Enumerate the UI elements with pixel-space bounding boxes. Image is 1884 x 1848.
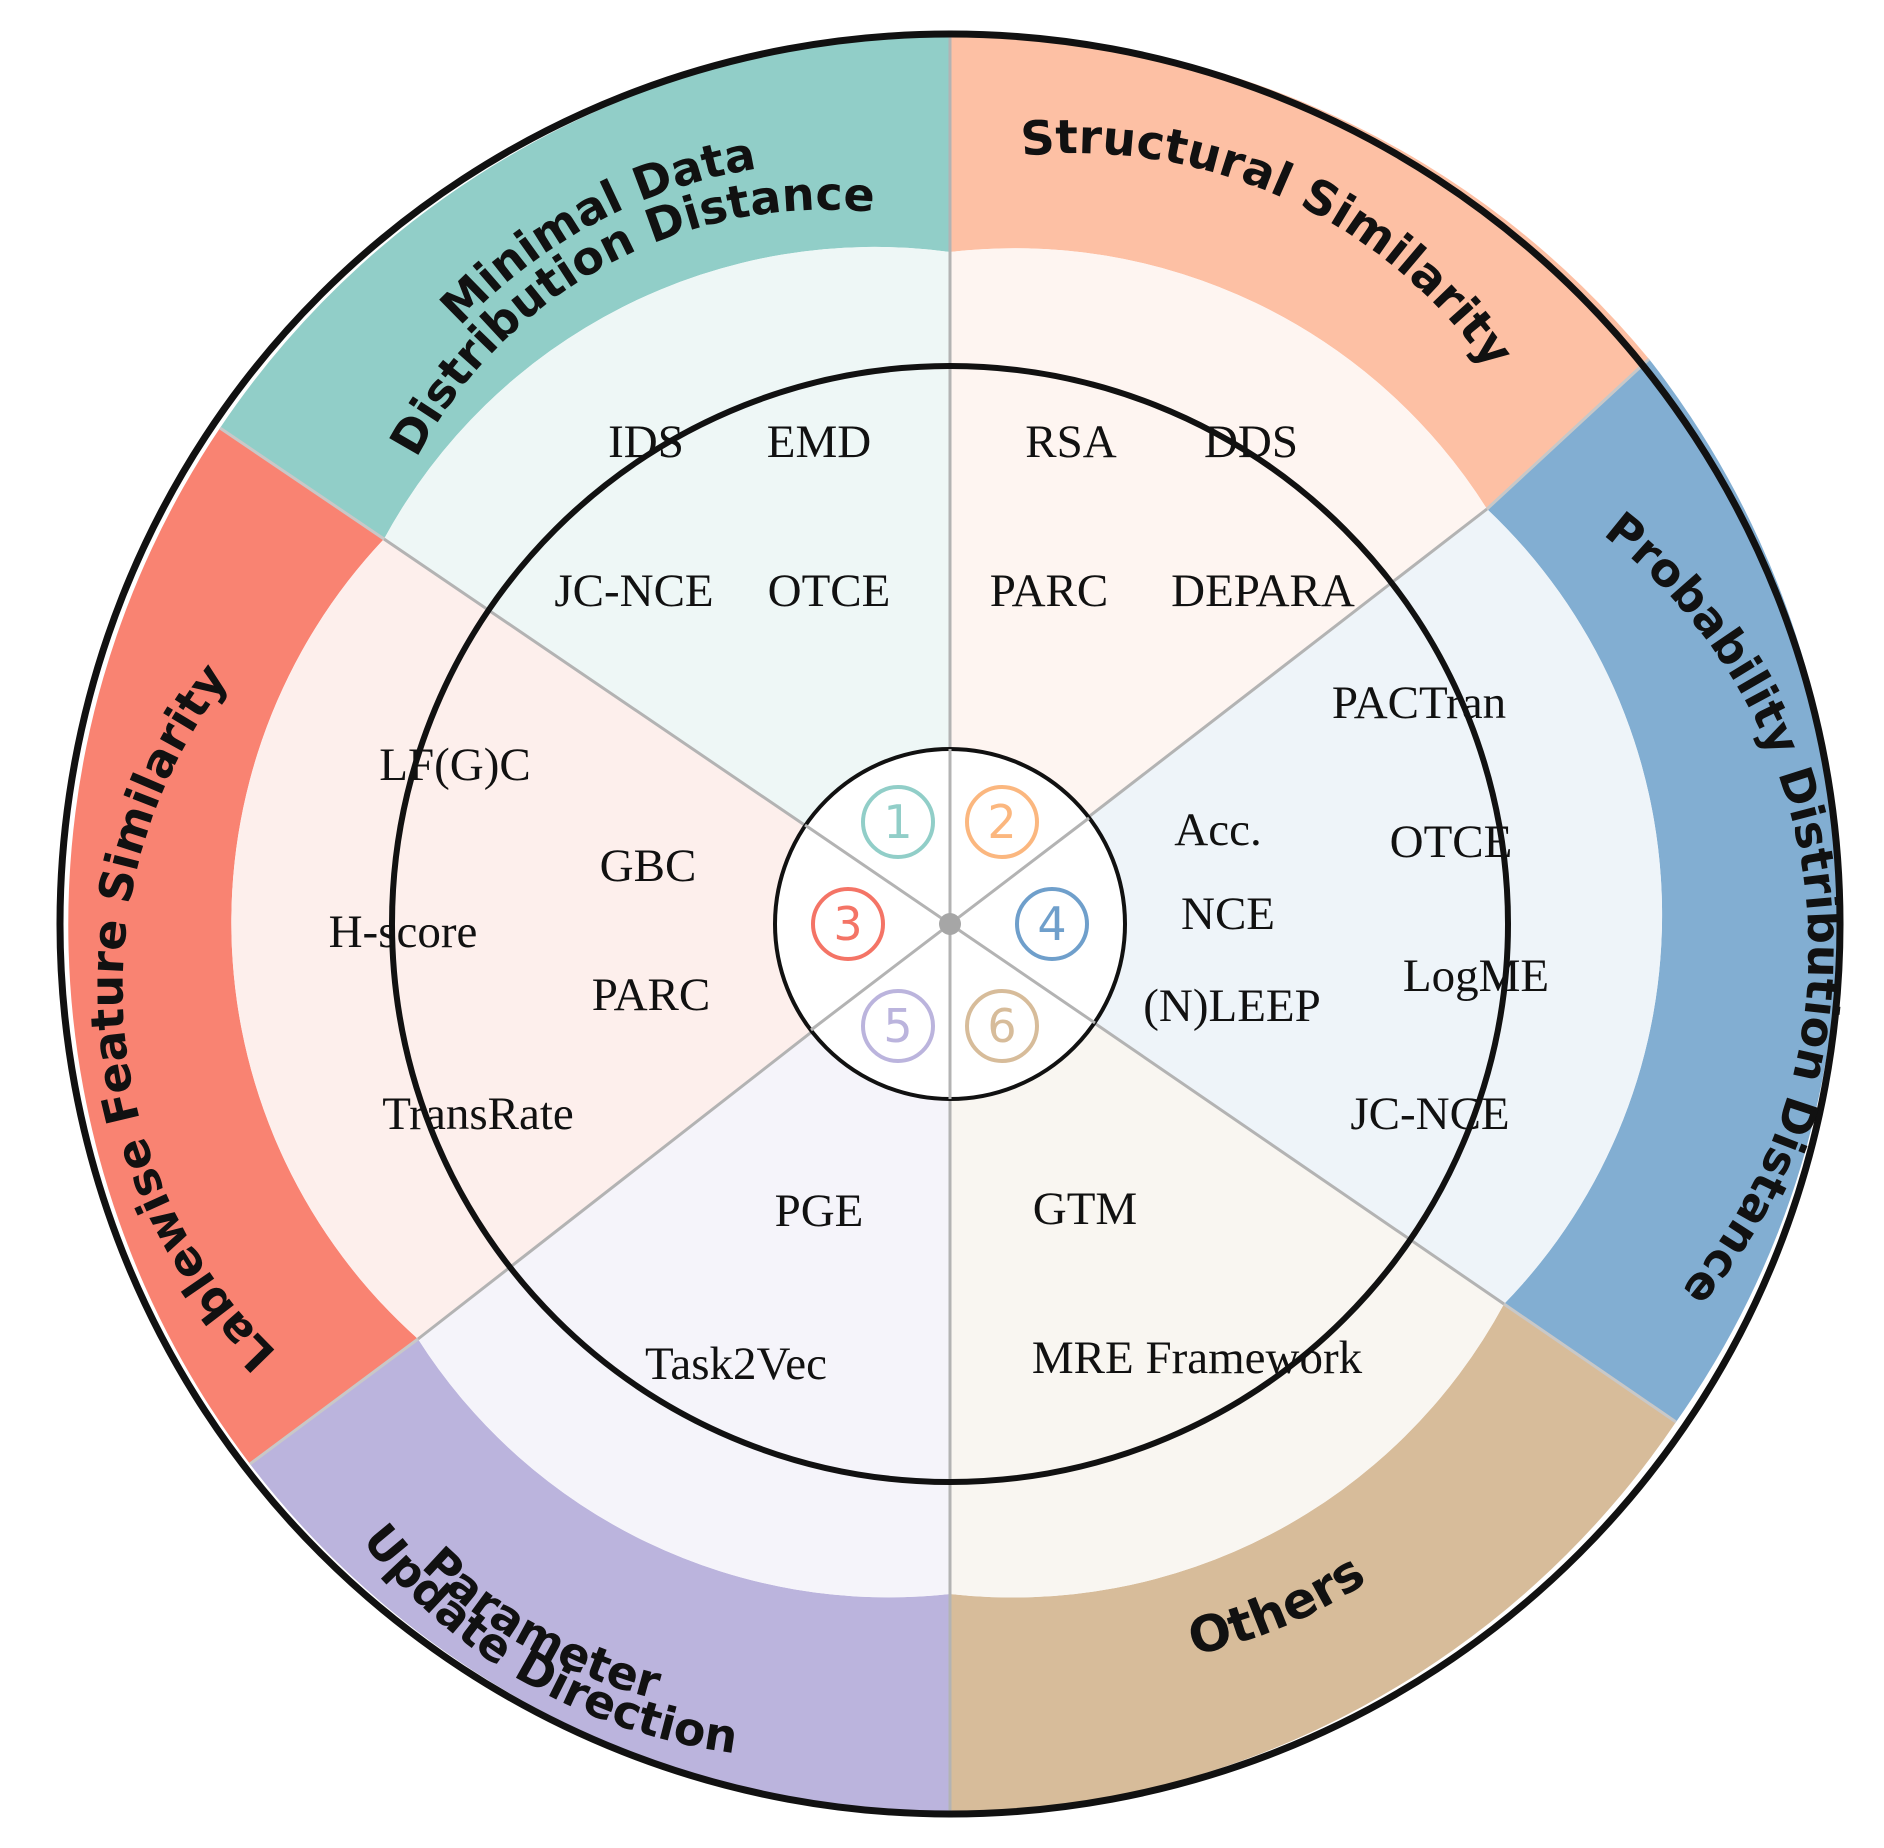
inner-sector-3	[231, 539, 951, 1339]
method-jc-nce-4: JC-NCE	[1350, 1088, 1509, 1140]
method-nleep: (N)LEEP	[1143, 980, 1321, 1032]
method-lfgc: LF(G)C	[379, 739, 530, 791]
method-depara: DEPARA	[1171, 565, 1355, 617]
outer-sector-probability-distribution-distance	[1487, 359, 1839, 1422]
outer-boundary-lines	[219, 357, 1677, 1466]
number-badge-1: 1	[861, 785, 935, 859]
number-badge-4: 4	[1015, 887, 1089, 961]
inner-sector-5	[418, 924, 950, 1598]
inner-sector-6	[950, 924, 1504, 1598]
method-ids: IDS	[608, 416, 684, 468]
outer-sector-others	[950, 1304, 1676, 1814]
inner-sector-1	[384, 246, 950, 925]
number-badge-3: 3	[811, 887, 885, 961]
method-task2vec: Task2Vec	[645, 1338, 827, 1390]
method-otce-1: OTCE	[768, 565, 891, 617]
number-6-text: 6	[987, 999, 1016, 1053]
method-gbc: GBC	[600, 840, 697, 892]
inner-sector-2	[950, 248, 1487, 925]
outer-sector-parameter-update-direction	[250, 1339, 950, 1814]
method-jc-nce-1: JC-NCE	[554, 565, 713, 617]
method-nce: NCE	[1181, 888, 1275, 940]
method-pge: PGE	[775, 1185, 864, 1237]
number-badge-2: 2	[965, 785, 1039, 859]
method-rsa: RSA	[1025, 416, 1116, 468]
method-gtm: GTM	[1033, 1183, 1137, 1235]
number-badge-6: 6	[965, 989, 1039, 1063]
method-mre-framework: MRE Framework	[1032, 1332, 1363, 1384]
number-2-text: 2	[987, 795, 1016, 849]
method-emd: EMD	[767, 416, 871, 468]
center-dot	[939, 913, 961, 935]
method-parc-2: PARC	[990, 565, 1108, 617]
outer-ring	[56, 30, 1844, 1818]
method-acc: Acc.	[1174, 804, 1261, 856]
method-pactran: PACTran	[1332, 677, 1506, 729]
method-h-score: H-score	[329, 906, 478, 958]
method-parc-3: PARC	[592, 969, 710, 1021]
number-1-text: 1	[883, 795, 912, 849]
outer-sector-lablewise-feature-similarity	[68, 428, 419, 1464]
number-badge-5: 5	[861, 989, 935, 1063]
inner-sector-4	[950, 509, 1663, 1304]
number-5-text: 5	[883, 999, 912, 1053]
method-logme: LogME	[1403, 950, 1549, 1002]
method-transrate: TransRate	[382, 1088, 574, 1140]
outer-sector-minimal-data-distribution-distance	[220, 34, 950, 539]
outer-sector-structural-similarity	[950, 33, 1649, 509]
middle-ring	[389, 363, 1511, 1485]
number-3-text: 3	[833, 897, 862, 951]
number-4-text: 4	[1037, 897, 1066, 951]
method-dds: DDS	[1204, 416, 1298, 468]
method-otce-4: OTCE	[1390, 816, 1513, 868]
